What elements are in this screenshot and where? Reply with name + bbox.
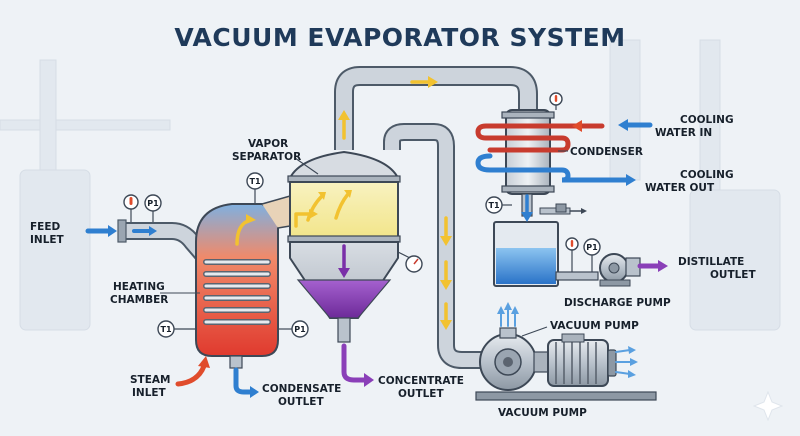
vacuum-line-pipe [383, 123, 488, 369]
instruments: P1 T1 T1 P1 T1 P1 [123, 92, 601, 338]
page-title: VACUUM EVAPORATOR SYSTEM [174, 23, 625, 52]
label-condensate-outlet-2: OUTLET [278, 396, 324, 408]
label-discharge-pump: DISCHARGE PUMP [564, 297, 671, 309]
label-cooling-water-out-1: COOLING [680, 169, 734, 181]
label-concentrate-outlet-1: CONCENTRATE [378, 375, 464, 387]
label-vacuum-pump-top: VACUUM PUMP [550, 320, 639, 332]
sparkle-icon [752, 390, 784, 422]
temp-tag-separator [246, 172, 264, 190]
condenser-coil-cold [475, 153, 607, 183]
label-steam-inlet-2: INLET [132, 387, 167, 399]
label-steam-inlet-1: STEAM [130, 374, 170, 386]
label-vapor-separator-2: SEPARATOR [232, 151, 301, 163]
condenser [475, 109, 607, 217]
label-vacuum-pump-bottom: VACUUM PUMP [498, 407, 587, 419]
label-feed-inlet-1: FEED [30, 221, 61, 233]
label-concentrate-outlet-2: OUTLET [398, 388, 444, 400]
label-feed-inlet-2: INLET [30, 234, 65, 246]
tag-p1-feed: P1 [147, 199, 159, 208]
tag-t1-separator: T1 [249, 177, 260, 186]
labels: FEED INLET HEATING CHAMBER STEAM INLET C… [30, 114, 756, 419]
label-heating-chamber-2: CHAMBER [110, 294, 168, 306]
label-condenser: CONDENSER [570, 146, 643, 158]
discharge-pump [599, 253, 641, 287]
label-heating-chamber-1: HEATING [113, 281, 165, 293]
tag-p1-discharge: P1 [586, 243, 598, 252]
label-cooling-water-out-2: WATER OUT [645, 182, 715, 194]
label-vapor-separator-1: VAPOR [248, 138, 288, 150]
tag-t1-heating: T1 [160, 325, 171, 334]
heating-chamber [195, 194, 291, 369]
label-cooling-water-in-1: COOLING [680, 114, 734, 126]
vapor-separator [287, 150, 401, 343]
label-distillate-outlet-2: OUTLET [710, 269, 756, 281]
vacuum-pump [475, 327, 657, 401]
feed-pipe [117, 219, 211, 262]
condenser-coil-hot [475, 123, 605, 153]
label-condensate-outlet-1: CONDENSATE [262, 383, 341, 395]
vapor-pipe [334, 66, 538, 150]
feed-flange [117, 219, 127, 243]
leader-lines [160, 150, 568, 337]
flow-arrows [85, 76, 668, 398]
tag-t1-tank: T1 [488, 201, 499, 210]
vacuum-pump-motor [547, 339, 609, 387]
label-cooling-water-in-2: WATER IN [655, 127, 712, 139]
pressure-tag-feed [144, 194, 162, 212]
tag-p1-heating: P1 [294, 325, 306, 334]
label-distillate-outlet-1: DISTILLATE [678, 256, 744, 268]
concentrate-liquid [296, 279, 392, 319]
